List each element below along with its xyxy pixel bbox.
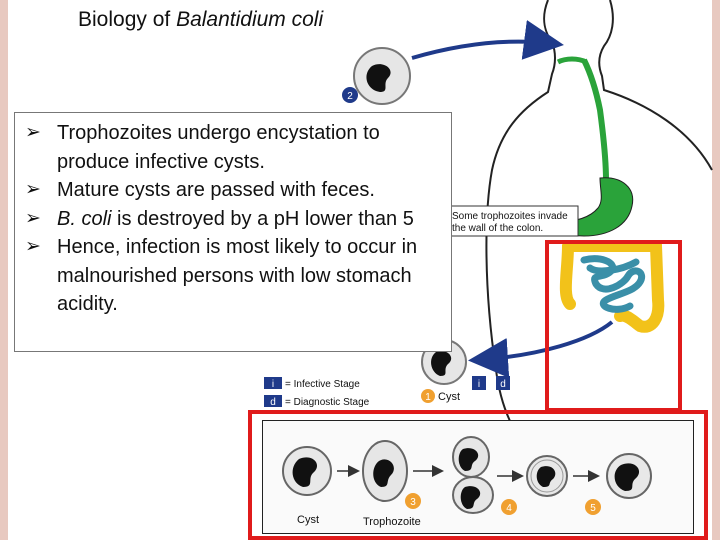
step-5-badge: 5 [590,503,596,514]
cyst-marker-i: i [478,379,480,390]
bullet-item: ➢ Trophozoites undergo encystation to pro… [23,119,443,176]
step-4-badge: 4 [506,503,512,514]
bullet-text: Trophozoites undergo encystation to prod… [57,122,380,173]
legend-infective-label: = Infective Stage [285,379,360,390]
page-title: Biology of Balantidium coli [78,8,323,32]
panel-cyst [282,446,332,496]
slide-right-border [712,0,720,540]
small-intestine [580,255,645,313]
stages-panel-drawing: 3 4 5 Cyst Trophozoite [282,436,652,528]
panel-trophozoite [362,440,408,502]
bullet-item: ➢ Hence, infection is most likely to occu… [23,233,443,319]
panel-cyst-label: Cyst [297,514,319,526]
step-2-badge: 2 [347,91,353,102]
callout-line-2: the wall of the colon. [452,223,543,234]
bullet-text: is destroyed by a pH lower than 5 [111,207,414,230]
arrow-bullet-icon: ➢ [25,122,41,143]
arrow-bullet-icon: ➢ [25,207,41,229]
arrow-to-mouth [411,20,564,60]
cyst-label: Cyst [438,391,460,403]
callout-box [445,205,579,237]
bullet-text-box: ➢ Trophozoites undergo encystation to pro… [14,112,452,352]
colon [559,240,665,333]
panel-trophozoite-label: Trophozoite [363,516,421,528]
step-1-badge: 1 [425,392,431,403]
callout-line-1: Some trophozoites invade [452,211,568,222]
bullet-list: ➢ Trophozoites undergo encystation to pro… [23,119,443,319]
slide-left-border [0,0,8,540]
bullet-item: ➢ Mature cysts are passed with feces. [23,176,443,205]
panel-dividing-trophozoite [452,436,494,514]
cyst-stage-2: 2 [342,47,411,105]
bullet-text: Hence, infection is most likely to occur… [57,236,418,315]
esophagus [581,58,609,181]
bullet-item: ➢ B. coli is destroyed by a pH lower than… [23,205,443,234]
panel-encysting [526,455,568,497]
highlight-frame-stages [248,410,708,540]
title-organism: Balantidium coli [176,8,324,31]
legend-diagnostic-label: = Diagnostic Stage [285,397,370,408]
arrow-bullet-icon: ➢ [25,179,41,200]
panel-mature-cyst [606,453,652,499]
highlight-frame-intestine [545,240,682,412]
legend-diagnostic-symbol: d [270,397,276,408]
bullet-text-italic: B. coli [57,207,112,230]
arrow-from-colon [468,320,614,378]
bullet-text: Mature cysts are passed with feces. [57,179,375,201]
step-3-badge: 3 [410,497,416,508]
title-prefix: Biology of [78,8,177,31]
arrow-bullet-icon: ➢ [25,236,41,257]
legend: i = Infective Stage d = Diagnostic Stage [264,377,370,408]
stages-panel: 3 4 5 Cyst Trophozoite [262,420,694,534]
cyst-marker-d: d [500,379,506,390]
legend-infective-symbol: i [272,379,274,390]
cyst-stage-1-label: 1 Cyst i d [421,376,510,403]
